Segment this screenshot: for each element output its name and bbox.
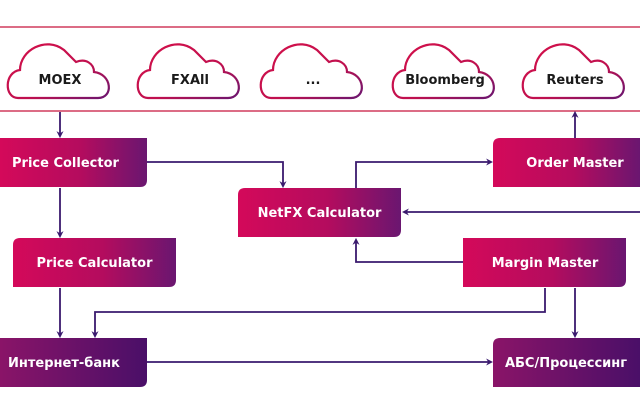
cloud-source-more[interactable]: ...	[259, 43, 363, 100]
node-price-collector[interactable]: Price Collector	[0, 138, 147, 187]
node-netfx-calculator[interactable]: NetFX Calculator	[238, 188, 401, 237]
cloud-label: FXAll	[171, 73, 209, 88]
cloud-label: ...	[306, 73, 321, 88]
node-label: Интернет-банк	[8, 356, 120, 371]
cloud-source-reuters[interactable]: Reuters	[521, 43, 625, 100]
cloud-icon	[521, 43, 625, 100]
cloud-icon	[136, 43, 240, 100]
cloud-source-bloomberg[interactable]: Bloomberg	[391, 43, 495, 100]
cloud-label: Bloomberg	[405, 73, 485, 88]
node-label: Price Collector	[12, 156, 119, 171]
cloud-icon	[6, 43, 110, 100]
edge-price-collector-to-netfx	[147, 161, 287, 189]
node-label: Order Master	[526, 156, 624, 171]
cloud-source-moex[interactable]: MOEX	[6, 43, 110, 100]
node-internet-bank[interactable]: Интернет-банк	[0, 338, 147, 387]
cloud-icon	[391, 43, 495, 100]
node-order-master[interactable]: Order Master	[493, 138, 640, 187]
edge-netfx-to-order-master	[355, 158, 494, 188]
node-label: NetFX Calculator	[258, 206, 382, 221]
node-margin-master[interactable]: Margin Master	[463, 238, 626, 287]
edge-margin-master-to-internet-bank	[91, 288, 546, 339]
edge-margin-master-to-netfx	[352, 237, 463, 263]
node-abs-processing[interactable]: АБС/Процессинг	[493, 338, 640, 387]
cloud-icon	[259, 43, 363, 100]
node-price-calculator[interactable]: Price Calculator	[13, 238, 176, 287]
node-label: Margin Master	[492, 256, 599, 271]
node-label: АБС/Процессинг	[505, 356, 627, 371]
cloud-source-fxall[interactable]: FXAll	[136, 43, 240, 100]
node-label: Price Calculator	[37, 256, 154, 271]
cloud-label: Reuters	[546, 73, 604, 88]
cloud-label: MOEX	[39, 73, 82, 88]
